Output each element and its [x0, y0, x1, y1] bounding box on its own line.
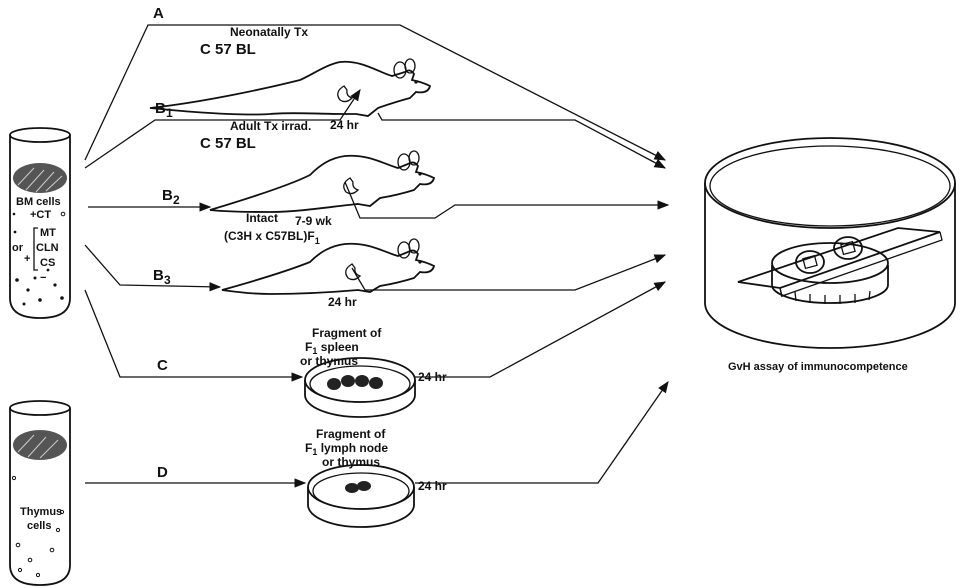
tube-bm-cells: BM cells +CT MT CLN CS or + −: [9, 127, 71, 319]
chorioallantoic-chamber: [771, 242, 889, 284]
route-b3-label: B: [153, 267, 164, 284]
route-b3-in: [84, 244, 222, 292]
mouse-neonatal: Neonatally Tx C 57 BL 24 hr: [149, 25, 432, 132]
route-b2-sub: 2: [173, 193, 180, 207]
route-a-label: A: [153, 5, 164, 22]
mouse3-label2: (C3H x C57BL)F1: [224, 229, 320, 246]
mouse2-time: 7-9 wk: [295, 214, 332, 228]
glass-slide: [737, 227, 941, 289]
dish-lymph-node-thymus: Fragment of F1 lymph node or thymus 24 h…: [305, 427, 447, 528]
dish-d-label2-rest: lymph node: [317, 441, 388, 455]
mouse1-label1: Neonatally Tx: [230, 25, 308, 39]
dish-spleen-thymus: Fragment of F1 spleen or thymus 24 hr: [300, 326, 447, 418]
mouse-adult-irradiated: Adult Tx irrad. C 57 BL 7-9 wk: [200, 119, 436, 228]
assay-dish: GvH assay of immunocompetence: [704, 137, 956, 373]
dish-d-label3: or thymus: [322, 455, 380, 469]
cell-dots-2: [11, 475, 65, 578]
tube1-line5: CS: [40, 257, 55, 269]
route-b2-label: B: [162, 187, 173, 204]
mouse2-label2: C 57 BL: [200, 135, 256, 152]
dish-d-time: 24 hr: [418, 479, 447, 493]
mouse-intact-f1: Intact (C3H x C57BL)F1 24 hr: [221, 211, 436, 309]
tube1-plus: +: [24, 253, 30, 265]
route-d-out: [415, 381, 669, 484]
tube2-line1: Thymus: [20, 506, 62, 518]
tube1-or: or: [12, 242, 24, 254]
cell-pellet: [13, 163, 67, 193]
dish-c-time: 24 hr: [418, 370, 447, 384]
well-1: [795, 250, 825, 274]
tube2-line2: cells: [27, 520, 51, 532]
tube1-line3: MT: [40, 227, 56, 239]
mouse1-time: 24 hr: [330, 118, 359, 132]
mouse3-label1: Intact: [246, 211, 278, 225]
cell-pellet-2: [13, 430, 67, 460]
route-b3-sub: 3: [164, 273, 171, 287]
well-2: [833, 236, 863, 260]
route-b3-out: [351, 254, 667, 291]
route-b1-out: [377, 112, 667, 169]
mouse3-time: 24 hr: [328, 295, 357, 309]
route-b2-out: [344, 181, 670, 219]
route-c-out: [415, 281, 667, 378]
route-a-line: [84, 24, 667, 161]
tissue-fragments: [327, 375, 383, 390]
dish-d-label2: F1 lymph node: [305, 441, 388, 457]
route-b1-in: [84, 89, 361, 169]
dish-d-label1: Fragment of: [316, 427, 386, 441]
route-b1-sub: 1: [166, 106, 173, 120]
tissue-fragments-2: [345, 481, 371, 493]
mouse3-label2-sub: 1: [315, 236, 320, 246]
dish-d-label2-sub: 1: [312, 447, 317, 457]
assay-caption: GvH assay of immunocompetence: [728, 361, 908, 373]
mouse2-label1: Adult Tx irrad.: [230, 119, 311, 133]
dish-c-label3: or thymus: [300, 354, 358, 368]
tube1-line2: +CT: [30, 209, 51, 221]
route-c-label: C: [157, 357, 168, 374]
dish-c-label2: F1 spleen: [305, 340, 359, 356]
tube1-line4: CLN: [36, 242, 59, 254]
tube1-line1: BM cells: [16, 196, 61, 208]
tube1-minus: −: [40, 272, 46, 284]
cell-dots: [12, 211, 66, 306]
dish-c-label2-sub: 1: [312, 346, 317, 356]
tube1-bracket: [33, 227, 38, 271]
dish-c-label2-rest: spleen: [317, 340, 358, 354]
tube-thymus-cells: Thymus cells: [9, 400, 71, 586]
dish-c-label1: Fragment of: [312, 326, 382, 340]
route-c-in: [84, 289, 304, 382]
route-d-label: D: [157, 464, 168, 481]
mouse1-label2: C 57 BL: [200, 41, 256, 58]
